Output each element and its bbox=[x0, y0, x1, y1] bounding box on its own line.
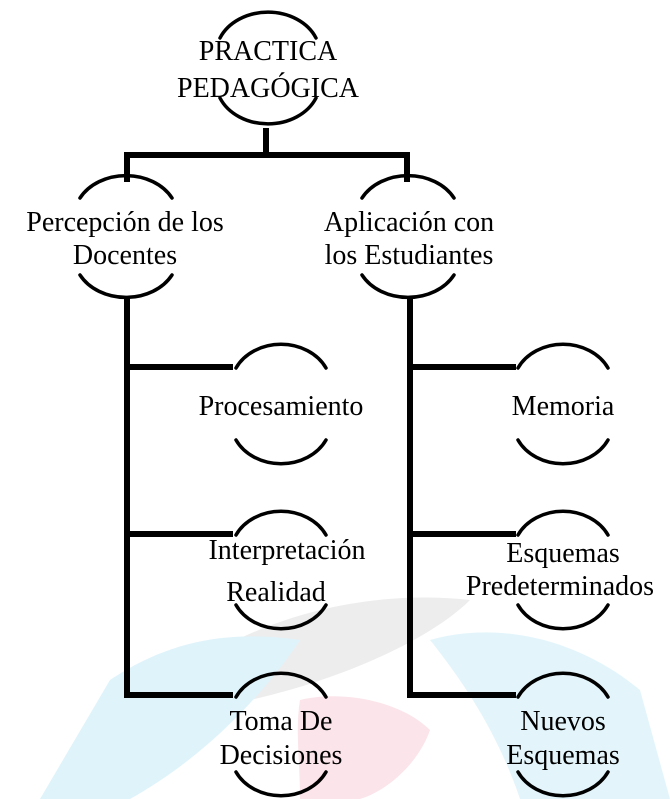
left-child-node-3: Toma De Decisiones bbox=[220, 671, 343, 798]
watermark-blue-shape-right bbox=[430, 632, 670, 799]
left-child-3-bottom-arc bbox=[234, 770, 328, 798]
left-branch-top-arc bbox=[78, 173, 174, 200]
left-child-node-2: Interpretación Realidad bbox=[208, 509, 366, 631]
root-label-line1: PRACTICA bbox=[199, 36, 338, 67]
right-branch-node: Aplicación con los Estudiantes bbox=[324, 173, 494, 300]
left-child-3-label-line2: Decisiones bbox=[220, 740, 343, 771]
left-branch-label-line2: Docentes bbox=[73, 240, 177, 271]
root-bottom-arc bbox=[218, 96, 318, 126]
right-child-3-bottom-arc bbox=[516, 770, 610, 798]
left-child-2-top-arc bbox=[234, 509, 328, 537]
left-child-2-label-line1: Interpretación bbox=[208, 535, 365, 566]
right-child-2-bottom-arc bbox=[516, 603, 610, 631]
left-child-3-top-arc bbox=[234, 671, 328, 699]
right-child-2-label-line1: Esquemas bbox=[506, 538, 620, 569]
right-child-2-top-arc bbox=[516, 509, 610, 537]
root-label-line2: PEDAGÓGICA bbox=[177, 73, 360, 104]
left-branch-node: Percepción de los Docentes bbox=[26, 173, 224, 300]
right-child-node-3: Nuevos Esquemas bbox=[506, 671, 620, 798]
right-child-3-label-line1: Nuevos bbox=[520, 706, 606, 737]
left-child-1-top-arc bbox=[234, 342, 328, 370]
left-child-node-1: Procesamiento bbox=[199, 342, 364, 466]
root-top-arc bbox=[218, 10, 318, 40]
left-child-1-bottom-arc bbox=[234, 438, 328, 466]
right-child-1-label: Memoria bbox=[512, 391, 615, 422]
left-child-2-label-line2: Realidad bbox=[226, 577, 326, 608]
right-branch-top-arc bbox=[360, 173, 456, 200]
right-child-1-bottom-arc bbox=[516, 438, 610, 466]
left-branch-label-line1: Percepción de los bbox=[26, 207, 224, 238]
right-child-node-1: Memoria bbox=[512, 342, 615, 466]
right-child-2-label-line2: Predeterminados bbox=[466, 571, 654, 602]
right-branch-bottom-arc bbox=[360, 273, 456, 300]
right-child-node-2: Esquemas Predeterminados bbox=[466, 509, 654, 631]
left-child-3-label-line1: Toma De bbox=[229, 706, 332, 737]
right-child-3-top-arc bbox=[516, 671, 610, 699]
right-child-1-top-arc bbox=[516, 342, 610, 370]
right-child-3-label-line2: Esquemas bbox=[506, 740, 620, 771]
right-branch-label-line2: los Estudiantes bbox=[325, 240, 494, 271]
right-branch-label-line1: Aplicación con bbox=[324, 207, 494, 238]
watermark-blue-shape bbox=[40, 636, 300, 799]
left-child-1-label: Procesamiento bbox=[199, 391, 364, 422]
connectors bbox=[124, 128, 516, 698]
root-node: PRACTICA PEDAGÓGICA bbox=[177, 10, 360, 126]
left-child-2-bottom-arc bbox=[234, 603, 328, 631]
left-branch-bottom-arc bbox=[78, 273, 174, 300]
watermark-pink-shape bbox=[297, 696, 430, 799]
